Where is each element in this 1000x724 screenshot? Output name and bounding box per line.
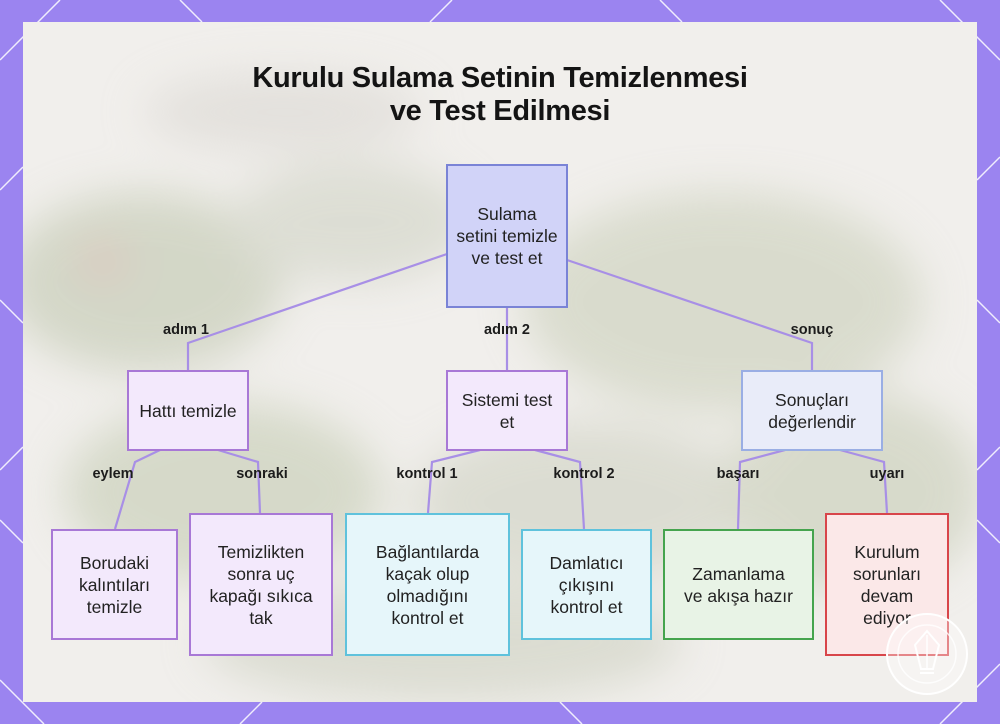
edge-root-evaluate [566, 258, 814, 370]
edge-label-next: sonraki [236, 466, 288, 482]
node-root-label: Sulama setini temizle ve test et [456, 204, 558, 268]
node-evaluate-label: Sonuçları değerlendir [768, 389, 856, 432]
node-remove-debris: Borudaki kalıntıları temizle [51, 529, 178, 640]
title-line-1: Kurulu Sulama Setinin Temizlenmesi [252, 62, 748, 94]
edge-root-clean [186, 252, 448, 370]
edge-clean-cap [217, 448, 262, 514]
page-title: Kurulu Sulama Setinin Temizlenmesi ve Te… [0, 62, 1000, 128]
node-check-emitters-label: Damlatıcı çıkışını kontrol et [549, 552, 624, 617]
node-timer-ready: Zamanlama ve akışa hazır [663, 529, 814, 640]
node-root: Sulama setini temizle ve test et [446, 164, 568, 308]
edge-label-step1: adım 1 [163, 322, 209, 338]
edge-label-check1: kontrol 1 [396, 466, 458, 482]
title-line-2: ve Test Edilmesi [389, 95, 611, 127]
node-end-cap: Temizlikten sonra uç kapağı sıkıca tak [189, 513, 333, 656]
node-clean-line-label: Hattı temizle [139, 400, 237, 421]
edge-clean-debris [113, 449, 161, 530]
node-test-system: Sistemi test et [446, 370, 568, 451]
node-timer-ready-label: Zamanlama ve akışa hazır [684, 563, 793, 606]
edge-test-leaks [426, 448, 481, 514]
node-check-leaks: Bağlantılarda kaçak olup olmadığını kont… [345, 513, 510, 656]
node-check-emitters: Damlatıcı çıkışını kontrol et [521, 529, 652, 640]
edge-eval-issues [839, 448, 889, 514]
edge-label-check2: kontrol 2 [553, 466, 615, 482]
node-end-cap-label: Temizlikten sonra uç kapağı sıkıca tak [209, 541, 313, 628]
node-issues-label: Kurulum sorunları devam ediyor [852, 541, 922, 628]
node-remove-debris-label: Borudaki kalıntıları temizle [79, 552, 150, 617]
node-test-system-label: Sistemi test et [461, 389, 553, 432]
edge-label-success: başarı [716, 466, 760, 482]
quill-logo-icon [886, 613, 968, 695]
edge-label-action: eylem [92, 466, 134, 482]
node-check-leaks-label: Bağlantılarda kaçak olup olmadığını kont… [375, 541, 480, 628]
edge-eval-timer [736, 448, 786, 530]
edge-test-emitters [534, 448, 586, 530]
node-evaluate: Sonuçları değerlendir [741, 370, 883, 451]
node-clean-line: Hattı temizle [127, 370, 249, 451]
edge-label-warning: uyarı [869, 466, 905, 482]
edge-label-step2: adım 2 [484, 322, 530, 338]
edge-label-result: sonuç [790, 322, 834, 338]
